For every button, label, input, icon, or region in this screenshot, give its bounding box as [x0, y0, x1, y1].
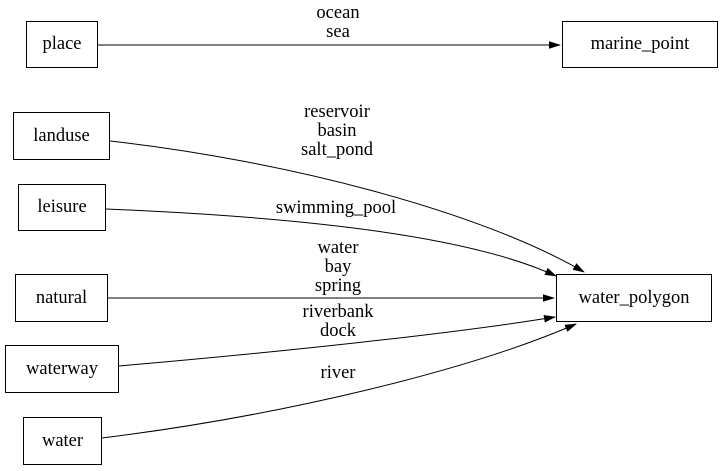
node-natural: natural: [15, 274, 108, 322]
node-natural-label: natural: [35, 287, 88, 308]
edge-label-line: water: [317, 238, 359, 258]
node-waterway: waterway: [5, 345, 119, 393]
node-landuse: landuse: [13, 112, 110, 160]
node-water_polygon: water_polygon: [556, 274, 712, 322]
edge-label-line: basin: [317, 121, 357, 141]
node-leisure: leisure: [18, 184, 106, 231]
edge-label-line: spring: [314, 276, 362, 296]
edge-label-water-water_polygon: river: [321, 364, 356, 383]
node-landuse-label: landuse: [33, 125, 90, 146]
node-water: water: [23, 417, 102, 465]
edge-label-line: reservoir: [304, 102, 370, 122]
edge-label-line: salt_pond: [301, 140, 373, 160]
edge-landuse-water_polygon: [109, 140, 585, 273]
edge-leisure-water_polygon: [105, 208, 557, 277]
edge-label-line: bay: [324, 257, 352, 277]
edge-label-line: swimming_pool: [275, 198, 397, 218]
edge-label-leisure-water_polygon: swimming_pool: [276, 199, 396, 218]
edge-label-waterway-water_polygon: riverbank dock: [303, 303, 374, 341]
edge-label-line: river: [320, 363, 356, 383]
node-marine_point: marine_point: [562, 21, 718, 68]
node-water-label: water: [41, 430, 84, 451]
edge-label-line: riverbank: [302, 302, 374, 322]
edge-water-water_polygon: [101, 323, 577, 439]
node-water_polygon-label: water_polygon: [578, 287, 690, 308]
edge-waterway-water_polygon: [118, 315, 556, 367]
node-place: place: [26, 21, 98, 68]
edge-label-landuse-water_polygon: reservoir basin salt_pond: [301, 103, 373, 160]
node-marine_point-label: marine_point: [590, 34, 690, 55]
node-waterway-label: waterway: [26, 358, 98, 379]
edge-label-line: sea: [326, 22, 350, 42]
edge-label-line: ocean: [316, 3, 360, 23]
edge-label-natural-water_polygon: water bay spring: [315, 239, 361, 296]
edge-label-place-marine_point: ocean sea: [316, 4, 359, 42]
node-leisure-label: leisure: [37, 197, 87, 218]
node-place-label: place: [42, 34, 82, 55]
edge-label-line: dock: [320, 321, 356, 341]
